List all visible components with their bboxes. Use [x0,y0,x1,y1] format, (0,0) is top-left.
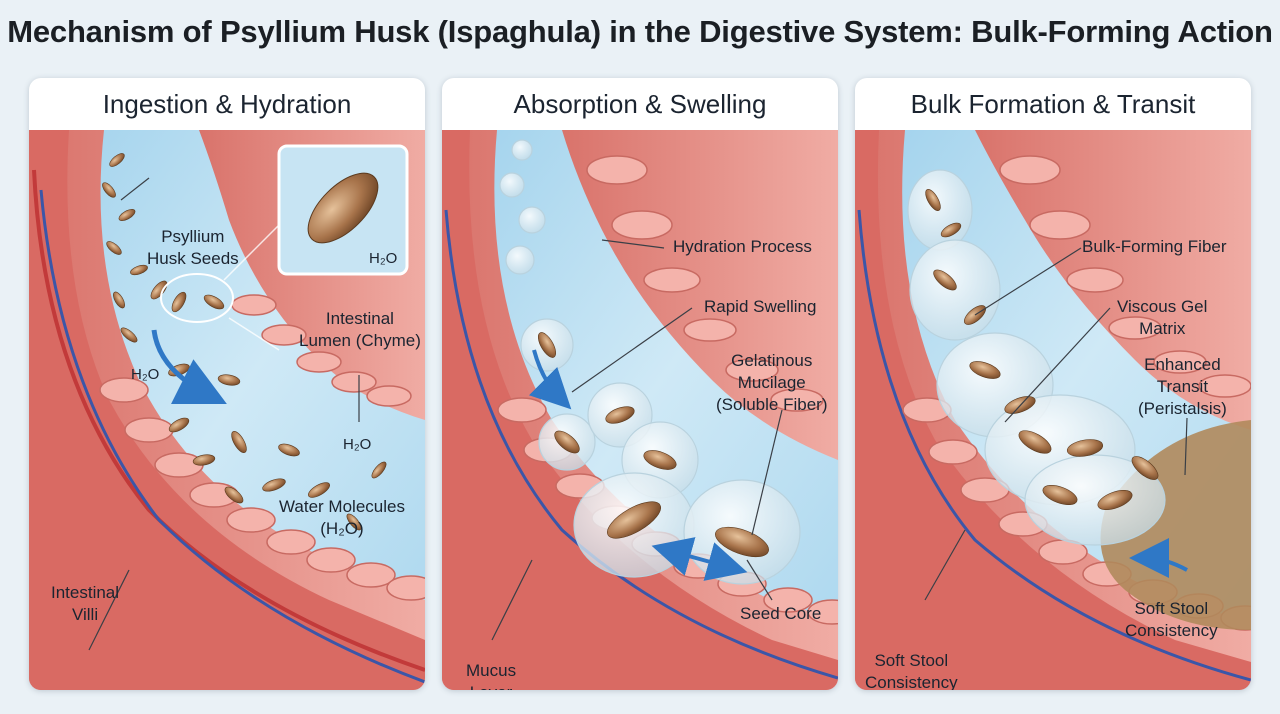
label-line: Gelatinous [731,351,813,370]
bulk-formation-illustration [855,130,1251,690]
label-line: Viscous Gel [1117,297,1208,316]
label-bulk-forming-fiber: Bulk-Forming Fiber [1082,237,1227,256]
label-line: Matrix [1139,319,1186,338]
label-line: Layer [466,682,516,690]
label-line: Consistency [865,673,958,690]
label-enhanced-transit: Enhanced Transit (Peristalsis) [1138,354,1227,420]
label-mucus-layer: Mucus Layer [466,660,516,690]
panel-absorption: Absorption & Swelling [442,78,838,690]
page-title: Mechanism of Psyllium Husk (Ispaghula) i… [7,14,1273,49]
panel-bulk-formation: Bulk Formation & Transit [855,78,1251,690]
label-rapid-swelling: Rapid Swelling [704,297,817,316]
label-line: Soft Stool [874,651,949,670]
label-line: Consistency [1125,621,1218,640]
label-line: Mucus [466,661,517,680]
label-gelatinous-mucilage: Gelatinous Mucilage (Soluble Fiber) [716,350,828,416]
label-psyllium-seeds: Psyllium Husk Seeds [147,226,239,270]
panel-title: Ingestion & Hydration [102,89,352,119]
label-line: Husk Seeds [147,249,239,268]
label-line: (H₂O) [320,519,364,538]
label-water-molecules: Water Molecules (H₂O) [279,496,405,540]
h2o-label-b: H₂O [343,436,372,453]
label-line: Mucilage [737,373,806,392]
label-intestinal-lumen: Intestinal Lumen (Chyme) [299,308,421,352]
ingestion-illustration [29,130,425,690]
label-hydration-process: Hydration Process [673,237,812,256]
panel-title: Absorption & Swelling [513,89,767,119]
label-soft-stool-right: Soft Stool Consistency [1125,598,1218,642]
label-line: (Soluble Fiber) [716,395,828,414]
absorption-illustration [442,130,838,690]
label-viscous-gel-matrix: Viscous Gel Matrix [1117,296,1207,340]
label-soft-stool-left: Soft Stool Consistency [865,650,958,690]
label-line: Lumen (Chyme) [299,331,421,350]
label-line: Intestinal [325,309,394,328]
label-line: Psyllium [161,227,225,246]
panel-title: Bulk Formation & Transit [910,89,1196,119]
panel-ingestion: Ingestion & Hydration [29,78,425,690]
label-line: Soft Stool [1134,599,1209,618]
h2o-label-a: H₂O [131,366,160,383]
label-line: Enhanced [1144,355,1221,374]
inset-h2o-label: H₂O [369,250,398,267]
label-line: Villi [71,605,99,624]
label-line: (Peristalsis) [1138,399,1227,418]
label-intestinal-villi: Intestinal Villi [51,582,119,626]
label-line: Transit [1156,377,1209,396]
label-seed-core: Seed Core [740,604,822,623]
label-line: Intestinal [51,583,120,602]
label-line: Water Molecules [279,497,405,516]
